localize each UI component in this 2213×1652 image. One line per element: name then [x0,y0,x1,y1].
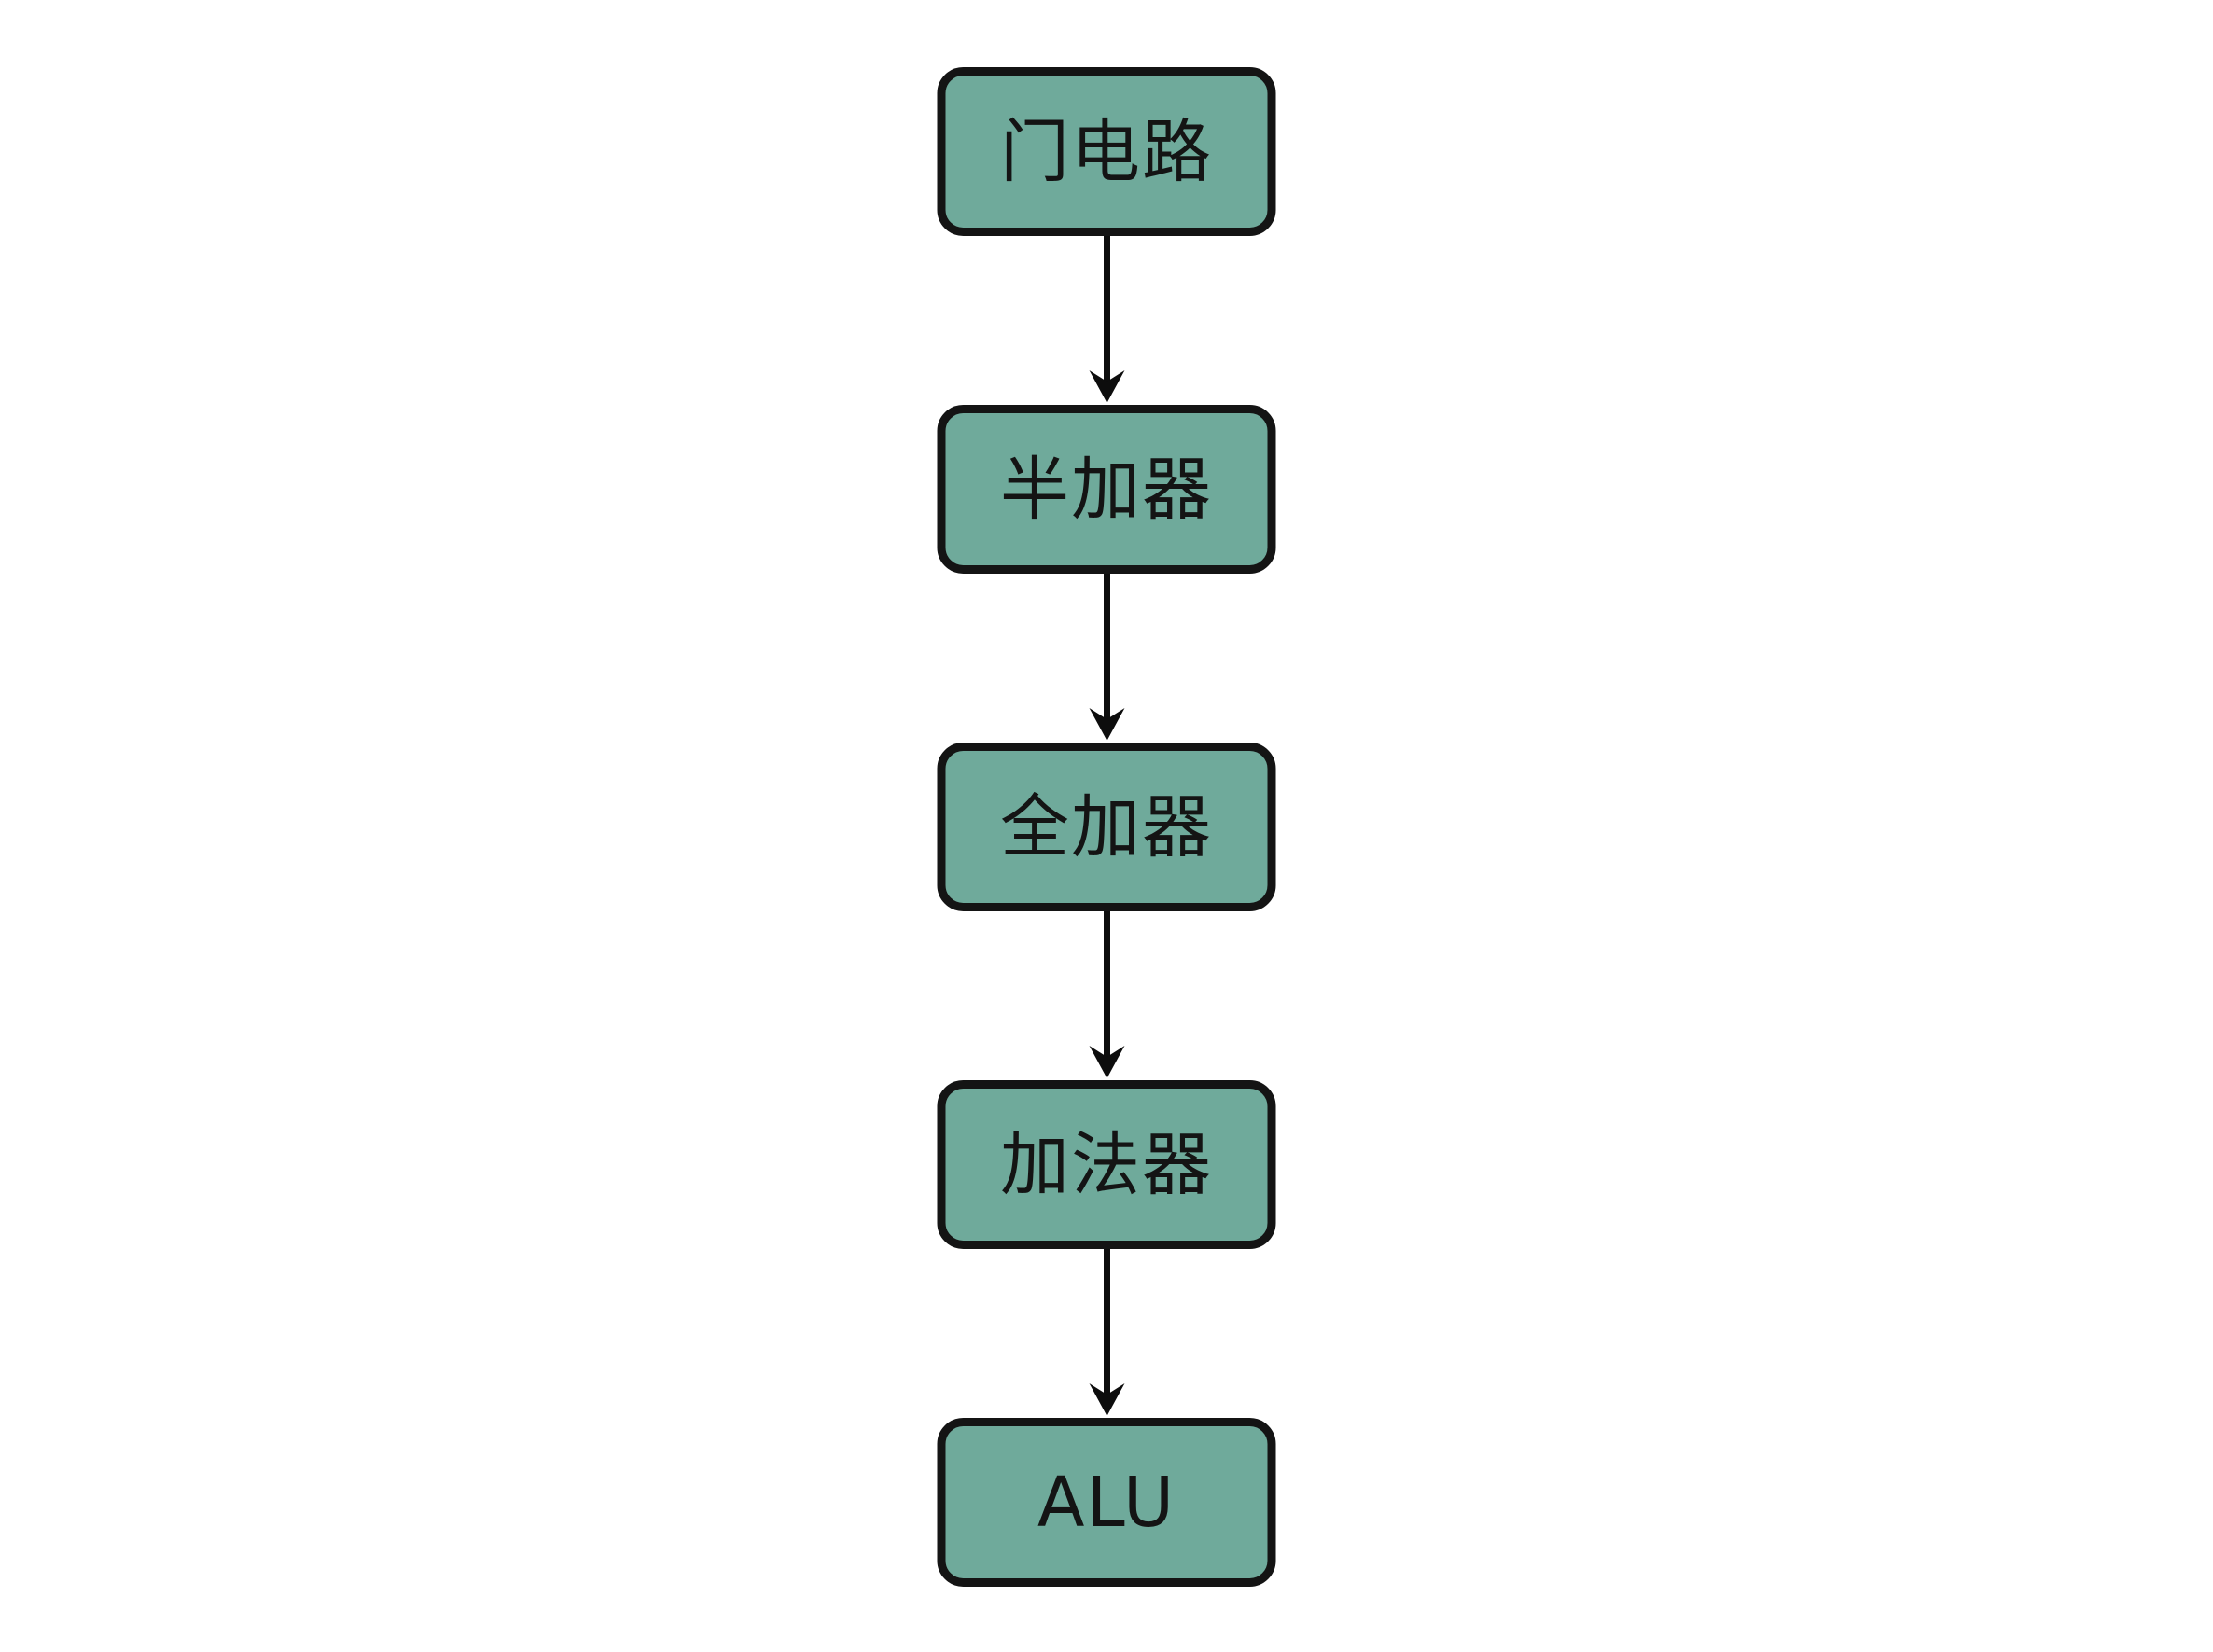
arrow-halfadder-to-fulladder [1089,574,1124,741]
arrow-adder-to-alu [1089,1249,1124,1416]
flowchart: 门电路 半加器 全加器 加法器 ALU [937,67,1276,1587]
node-full-adder-label: 全加器 [1000,786,1213,868]
node-gate-circuit-label: 门电路 [1000,111,1213,192]
node-half-adder: 半加器 [937,405,1276,574]
node-adder-label: 加法器 [1000,1124,1213,1205]
node-adder: 加法器 [937,1080,1276,1249]
node-alu: ALU [937,1418,1276,1587]
node-half-adder-label: 半加器 [1000,449,1213,530]
node-full-adder: 全加器 [937,743,1276,911]
node-gate-circuit: 门电路 [937,67,1276,236]
node-alu-label: ALU [1037,1462,1176,1543]
arrow-fulladder-to-adder [1089,911,1124,1078]
arrow-gate-to-halfadder [1089,236,1124,403]
